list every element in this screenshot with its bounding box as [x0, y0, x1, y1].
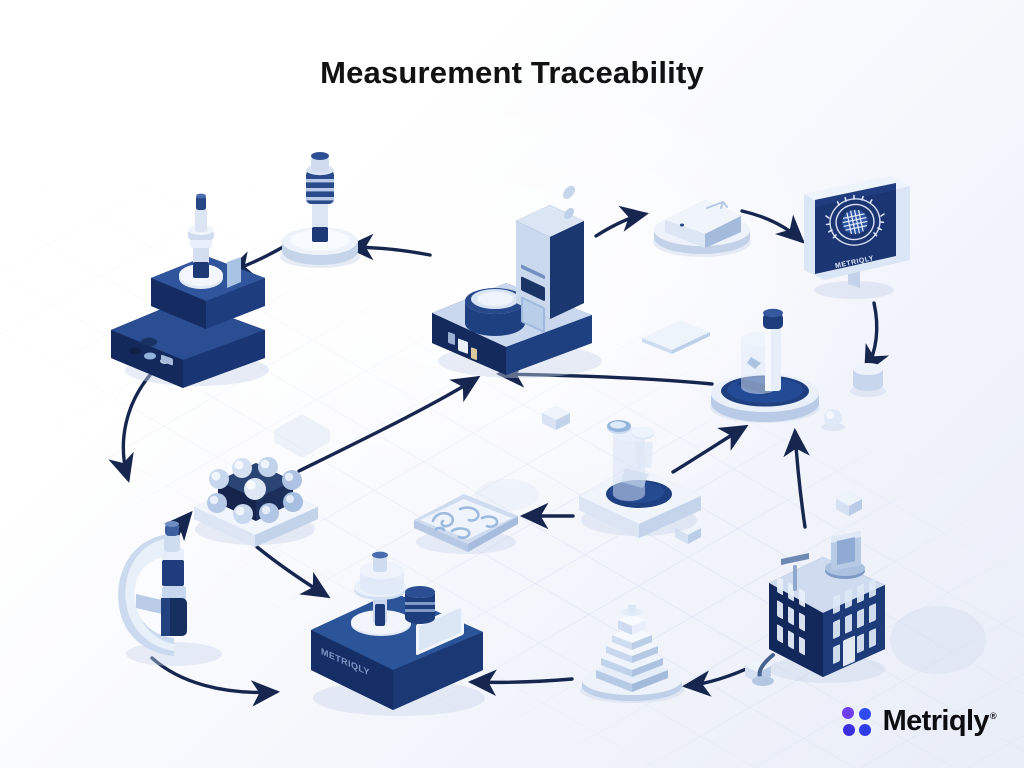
ghost-shape-left: [268, 400, 338, 460]
node-gauge-pin-standard[interactable]: [268, 145, 373, 275]
brand-logo[interactable]: Metriqly®: [841, 705, 997, 738]
node-metrology-institute[interactable]: [752, 531, 897, 686]
brand-name-text: Metriqly: [882, 705, 990, 737]
node-satellite-flat-plate: [636, 312, 716, 358]
node-rotary-stage[interactable]: [703, 303, 833, 433]
node-crystal-lattice-standard[interactable]: [188, 437, 328, 552]
node-satellite-cube-d: [672, 515, 704, 547]
node-central-analyzer[interactable]: [424, 183, 602, 383]
node-satellite-cube-a: [832, 485, 866, 519]
brand-name: Metriqly®: [882, 705, 997, 738]
four-dot-square-icon: [841, 706, 872, 737]
node-gauge-block-reference[interactable]: [645, 180, 760, 270]
node-satellite-cube-c: [538, 398, 574, 434]
registered-mark: ®: [989, 711, 997, 722]
node-micrometer-caliper[interactable]: [112, 512, 230, 670]
node-calibration-certificate[interactable]: METRIQLY: [798, 172, 918, 302]
node-satellite-cylinder: [845, 355, 891, 399]
ghost-shape-right: [890, 600, 1000, 690]
node-working-standard-bench[interactable]: METRIQLY: [303, 551, 493, 720]
node-reference-artifact-plate[interactable]: [408, 482, 528, 560]
node-mass-weight-stack[interactable]: [572, 596, 697, 711]
page-title: Measurement Traceability: [320, 55, 704, 90]
ghost-shape-center: [472, 470, 542, 520]
node-satellite-ball: [818, 405, 848, 433]
node-vial-chamber-station[interactable]: [573, 412, 708, 547]
node-cmm-probe-station[interactable]: [105, 190, 275, 390]
